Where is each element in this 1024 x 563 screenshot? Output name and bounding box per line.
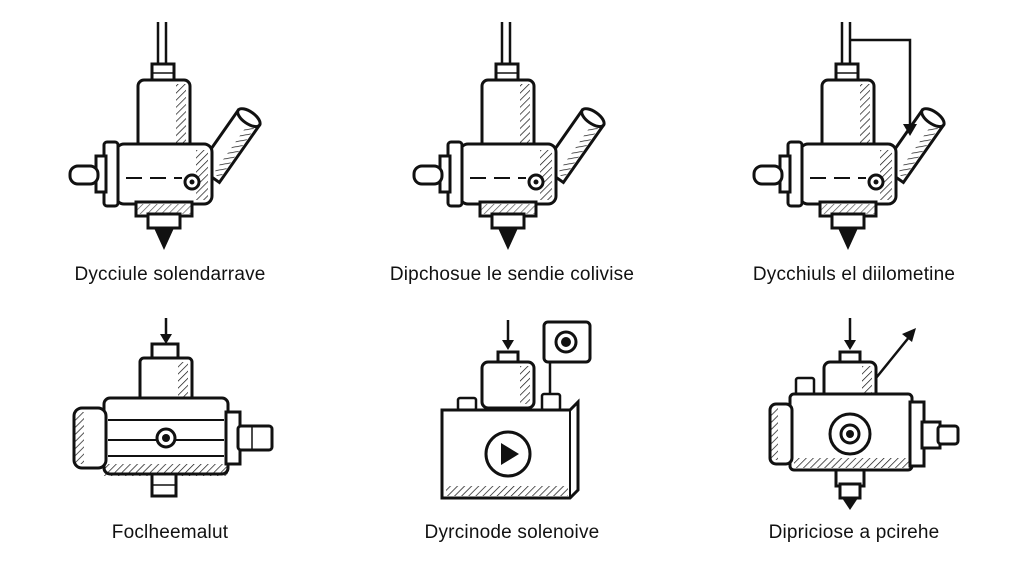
solenoid-valve-illustration: [684, 0, 1024, 510]
item-caption: Dycchiuls el diilometine: [752, 264, 956, 285]
solenoid-valve-illustration: [342, 0, 682, 520]
item-caption: Dycciule solendarrave: [74, 264, 266, 285]
diagram-item-4: Foclheemalut: [0, 0, 340, 563]
item-caption: Foclheemalut: [111, 522, 229, 543]
solenoid-valve-illustration: [752, 20, 949, 252]
diagram-item-5: Dyrcinode solenoive: [342, 0, 682, 563]
item-caption: Dyrcinode solenoive: [424, 522, 600, 543]
item-caption: Dipricіose a pcirehe: [768, 522, 940, 543]
diagram-item-3: Dycchiuls el diilometine: [684, 0, 1024, 300]
diagram-item-6: Dipricіose a pcirehe: [684, 0, 1024, 563]
arrow-head-icon: [902, 328, 916, 342]
arrow-head-icon: [903, 124, 917, 136]
flow-arrow: [850, 40, 910, 128]
item-caption: Dipchosue le sendie colivise: [389, 264, 635, 285]
diagram-item-2: Dipchosue le sendie colivise: [342, 0, 682, 300]
solenoid-valve-illustration: [0, 0, 340, 520]
diagram-item-1: Dycciule solendarrave: [0, 0, 340, 300]
flow-arrow: [876, 336, 910, 378]
